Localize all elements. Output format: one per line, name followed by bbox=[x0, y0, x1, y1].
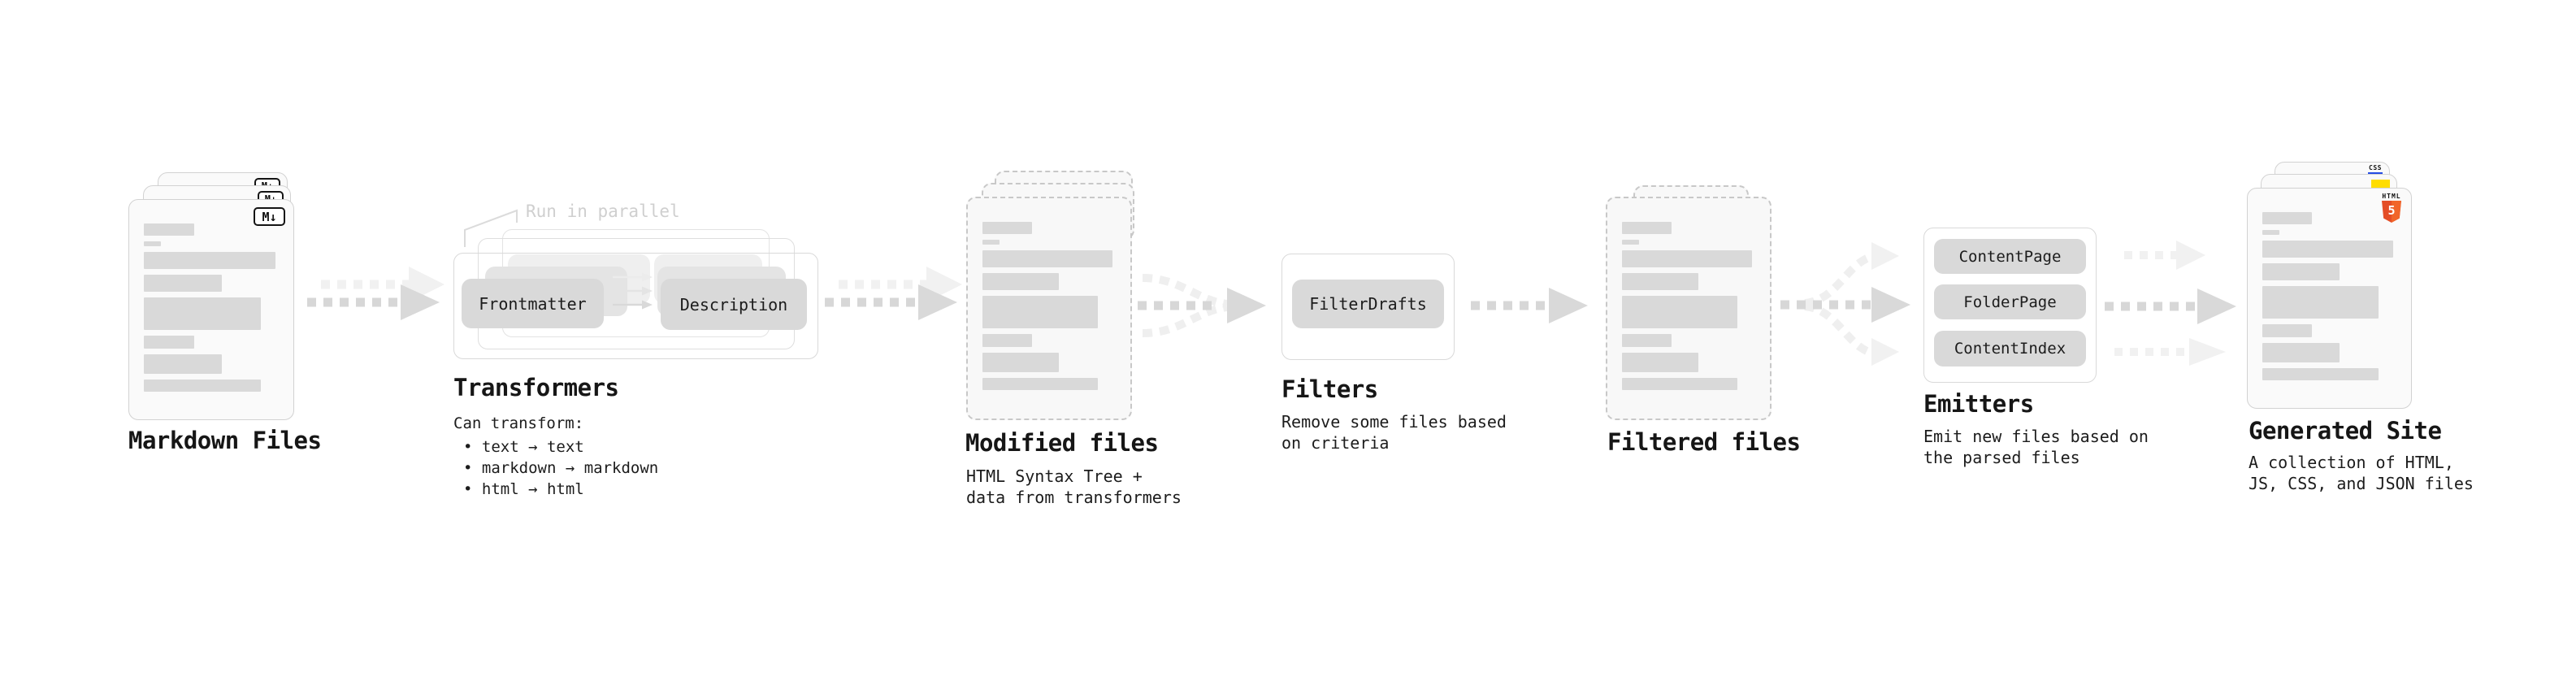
arrow-filtered-to-emitters-icon bbox=[1780, 242, 1910, 366]
filters-desc: Remove some files based bbox=[1281, 412, 1507, 432]
arrow-contentpage-to-site-icon bbox=[2124, 241, 2205, 270]
transform-bullet: • markdown → markdown bbox=[463, 459, 659, 477]
document-text-placeholder bbox=[144, 223, 275, 403]
generated-site-desc: A collection of HTML, bbox=[2249, 453, 2454, 472]
contentindex-pill: ContentIndex bbox=[1934, 331, 2086, 367]
arrow-modified-to-filters-icon bbox=[1138, 274, 1266, 337]
contentpage-pill: ContentPage bbox=[1934, 239, 2086, 274]
markdown-file-card: M↓ bbox=[128, 199, 294, 420]
generated-site-label: Generated Site bbox=[2249, 417, 2442, 445]
run-in-parallel-note: Run in parallel bbox=[526, 202, 680, 221]
transformers-frame bbox=[453, 253, 818, 359]
emitters-label: Emitters bbox=[1923, 390, 2034, 418]
folderpage-pill: FolderPage bbox=[1934, 284, 2086, 319]
modified-files-desc: data from transformers bbox=[966, 488, 1182, 507]
filterdrafts-pill: FilterDrafts bbox=[1292, 280, 1444, 328]
document-text-placeholder bbox=[982, 222, 1112, 402]
transform-bullet: • html → html bbox=[463, 480, 584, 498]
site-html-file-card: HTML 5 bbox=[2247, 188, 2412, 409]
markdown-icon: M↓ bbox=[254, 207, 285, 226]
transformers-label: Transformers bbox=[453, 374, 619, 401]
filtered-file-card bbox=[1606, 197, 1772, 420]
transform-step-arrows-icon bbox=[613, 272, 653, 310]
arrow-folderpage-to-site-icon bbox=[2105, 288, 2236, 324]
generated-site-desc: JS, CSS, and JSON files bbox=[2249, 474, 2474, 493]
document-text-placeholder bbox=[1622, 222, 1752, 402]
transform-bullet: • text → text bbox=[463, 438, 584, 456]
modified-files-label: Modified files bbox=[965, 429, 1159, 457]
modified-files-desc: HTML Syntax Tree + bbox=[966, 466, 1143, 486]
frontmatter-pill: Frontmatter bbox=[462, 279, 604, 328]
parallel-note-connector-icon bbox=[464, 209, 518, 247]
emitters-desc: the parsed files bbox=[1923, 448, 2080, 467]
filters-label: Filters bbox=[1281, 375, 1378, 403]
arrow-transformers-to-modified-icon bbox=[825, 267, 962, 320]
filters-desc: on criteria bbox=[1281, 433, 1390, 453]
arrow-contentindex-to-site-icon bbox=[2114, 338, 2226, 366]
filters-frame bbox=[1281, 254, 1455, 360]
arrow-filters-to-filtered-icon bbox=[1471, 288, 1588, 323]
emitters-frame bbox=[1923, 228, 2097, 383]
emitters-desc: Emit new files based on bbox=[1923, 427, 2149, 446]
document-text-placeholder bbox=[2262, 212, 2393, 392]
can-transform-text: Can transform: bbox=[453, 414, 584, 432]
css-icon: CSS bbox=[2368, 165, 2383, 176]
description-pill: Description bbox=[661, 279, 807, 330]
filtered-files-label: Filtered files bbox=[1607, 428, 1801, 456]
modified-file-card bbox=[966, 197, 1132, 420]
markdown-files-label: Markdown Files bbox=[128, 427, 322, 454]
arrow-markdown-to-transformers-icon bbox=[307, 267, 445, 320]
html5-icon: HTML 5 bbox=[2381, 193, 2402, 223]
